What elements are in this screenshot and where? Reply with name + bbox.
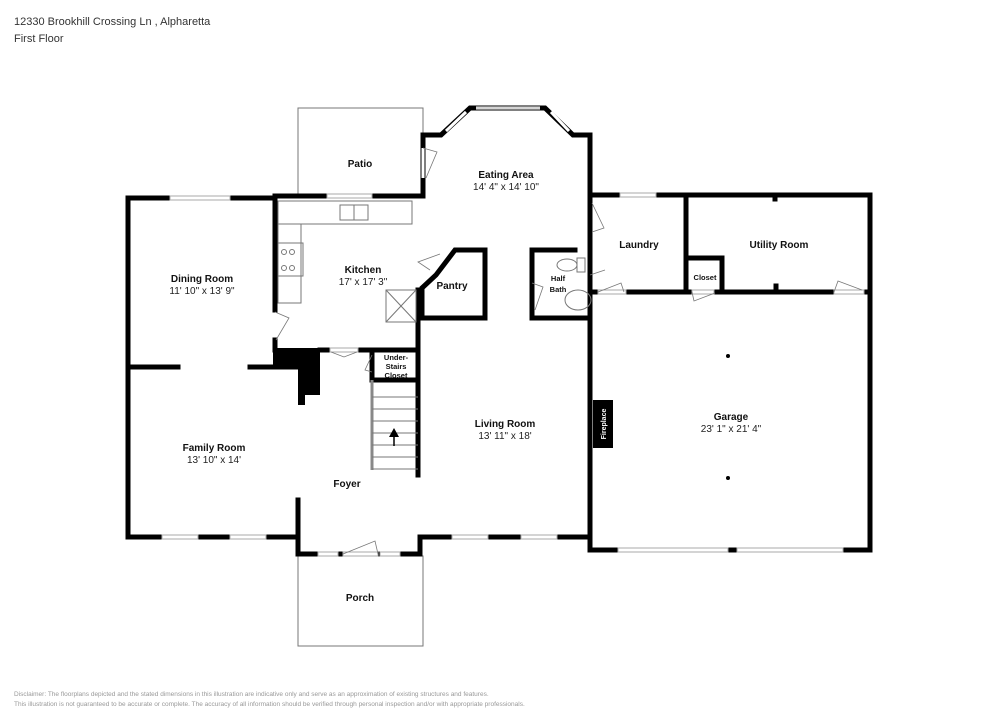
disclaimer-line-1: Disclaimer: The floorplans depicted and … xyxy=(14,691,489,698)
fireplace-label: Fireplace xyxy=(601,409,608,440)
living-room-dims: 13' 11" x 18' xyxy=(478,431,531,442)
outer-walls xyxy=(125,132,873,557)
garage-marker xyxy=(726,476,730,480)
windows xyxy=(161,192,844,557)
address-title: 12330 Brookhill Crossing Ln , Alpharetta xyxy=(14,16,211,28)
eating-area-label: Eating Area xyxy=(478,170,534,181)
garage-marker xyxy=(726,354,730,358)
half-bath-label-1: Half xyxy=(551,274,566,283)
family-room-label: Family Room xyxy=(183,443,246,454)
interior-walls xyxy=(127,192,873,478)
disclaimer-line-2: This illustration is not guaranteed to b… xyxy=(14,701,525,708)
foyer-label: Foyer xyxy=(333,479,360,490)
patio-label: Patio xyxy=(348,159,372,170)
kitchen-counters xyxy=(277,200,417,323)
under-stairs-closet-line3: Closet xyxy=(385,371,408,380)
eating-area-dims: 14' 4" x 14' 10" xyxy=(473,182,539,193)
disclaimer: Disclaimer: The floorplans depicted and … xyxy=(14,690,525,710)
pantry-label: Pantry xyxy=(436,281,468,292)
staircase xyxy=(372,396,418,470)
floor-label: First Floor xyxy=(14,33,64,45)
closet-label: Closet xyxy=(694,273,717,282)
under-stairs-closet-line1: Under- xyxy=(384,353,409,362)
arrow-up-icon xyxy=(389,428,399,446)
garage-dims: 23' 1" x 21' 4" xyxy=(701,424,762,435)
plan-header: 12330 Brookhill Crossing Ln , Alpharetta… xyxy=(14,14,210,48)
patio-outline xyxy=(297,107,424,197)
kitchen-dims: 17' x 17' 3" xyxy=(339,277,388,288)
dining-room-label: Dining Room xyxy=(171,274,233,285)
porch-label: Porch xyxy=(346,593,374,604)
garage-label: Garage xyxy=(714,412,749,423)
bath-fixtures xyxy=(556,257,592,311)
kitchen-label: Kitchen xyxy=(345,265,382,276)
family-room-dims: 13' 10" x 14' xyxy=(187,455,241,466)
half-bath-label-2: Bath xyxy=(550,285,567,294)
under-stairs-closet-line2: Stairs xyxy=(386,362,407,371)
dining-room-dims: 11' 10" x 13' 9" xyxy=(169,286,235,297)
laundry-label: Laundry xyxy=(619,240,659,251)
utility-room-label: Utility Room xyxy=(750,240,809,251)
living-room-label: Living Room xyxy=(475,419,536,430)
